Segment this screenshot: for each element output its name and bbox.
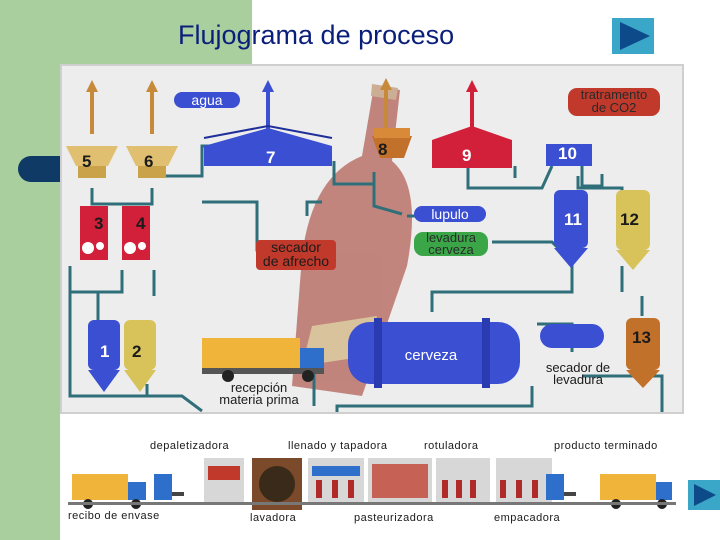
bottling-line-graphics [68,458,676,510]
equipment-number-4: 4 [136,214,146,233]
machine-llenado [308,458,364,504]
vent-arrows [86,78,392,134]
raw-material-truck [202,338,324,382]
equipment-number-2: 2 [132,342,142,361]
tank-11 [554,190,588,268]
yeast-dryer [540,324,604,348]
tank-6 [126,146,178,178]
tank-8 [372,128,412,158]
process-diagram: 5 6 7 8 9 10 3 4 11 12 1 2 13 agua tratr… [60,64,684,414]
beer-storage-tank [348,318,520,388]
red-arrows [466,80,478,134]
label-recepcion: recepción materia prima [204,380,314,407]
equipment-number-3: 3 [94,214,104,233]
tag-secador-afrecho-line1: secador [271,239,321,255]
blue-arrows [262,80,274,134]
tank-2 [124,320,156,392]
unit-3 [80,206,108,260]
equipment-number-7: 7 [266,148,276,167]
machine-rotuladora [436,458,490,504]
tag-co2-line2: de CO2 [591,100,637,115]
tank-10 [546,144,592,166]
machine-depaletizadora [204,458,244,502]
bottling-line: depaletizadora llenado y tapadora rotula… [60,414,684,540]
slide-title: Flujograma de proceso [178,20,455,50]
play-triangle-icon [694,484,716,506]
tank-9 [432,126,512,168]
forklift-right [546,474,576,500]
label-pasteurizadora: pasteurizadora [354,512,434,524]
tag-secador-afrecho: secador de afrecho [256,240,336,270]
equipment-number-13: 13 [632,328,651,347]
equipment-number-6: 6 [144,152,154,171]
decor-green-side [0,64,62,540]
decor-green-strip [0,0,252,64]
tank-1 [88,320,120,392]
tag-agua: agua [174,92,240,108]
tag-secador-afrecho-line2: de afrecho [262,253,330,269]
conveyor [68,502,676,505]
label-recepcion-line1: recepción [230,380,288,395]
label-recibo-envase: recibo de envase [68,510,160,522]
tank-7 [203,124,333,166]
label-secador-levadura: secador de levadura [534,360,622,387]
machine-pasteurizadora [368,458,432,504]
tag-cerveza: cerveza [404,347,458,364]
equipment-number-1: 1 [100,342,110,361]
label-secador-levadura-line2: levadura [553,372,603,387]
next-slide-button[interactable] [612,18,654,54]
process-diagram-graphics [66,78,664,412]
next-slide-button-bottom[interactable] [688,480,720,510]
tag-levadura-line2: cerveza [428,242,474,257]
equipment-number-5: 5 [82,152,92,171]
label-depaletizadora: depaletizadora [150,440,230,452]
label-lavadora: lavadora [250,512,297,524]
equipment-number-9: 9 [462,146,472,165]
tank-5 [66,146,118,178]
machine-empacadora [496,458,552,504]
tag-lupulo: lupulo [414,206,486,222]
tag-levadura: levadura cerveza [414,230,488,257]
label-secador-levadura-line1: secador de [545,360,611,375]
equipment-number-12: 12 [620,210,639,229]
equipment-number-11: 11 [564,210,582,229]
label-recepcion-line2: materia prima [219,392,299,407]
forklift-left [154,474,184,500]
tag-co2: tratramento de CO2 [568,88,660,116]
tag-levadura-line1: levadura [426,230,476,245]
unit-4 [122,206,150,260]
label-rotuladora: rotuladora [424,440,479,452]
tank-12 [616,190,650,270]
machine-lavadora [252,458,302,510]
label-llenado: llenado y tapadora [288,440,388,452]
equipment-number-8: 8 [378,140,388,159]
play-triangle-icon [620,22,650,50]
tank-13 [626,318,660,388]
label-empacadora: empacadora [494,512,561,524]
tag-co2-line1: tratramento [580,87,648,102]
equipment-number-10: 10 [558,144,577,163]
label-producto-terminado: producto terminado [554,440,658,452]
truck-left [72,474,146,509]
